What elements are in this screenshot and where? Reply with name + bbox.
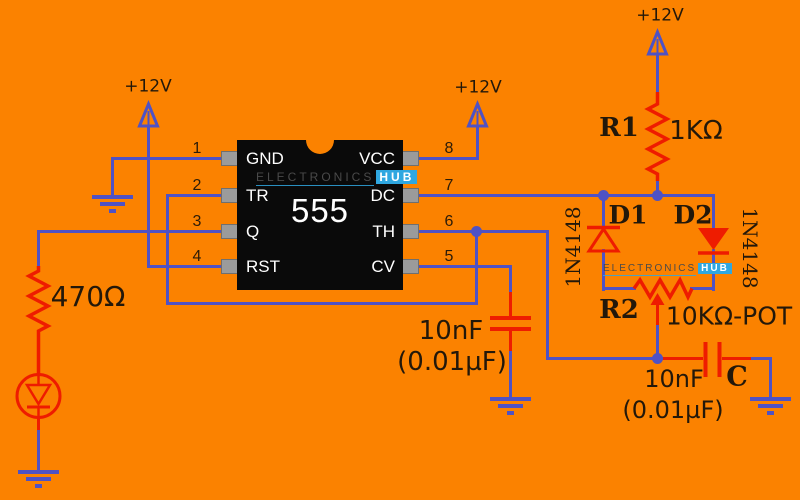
ic-pin-pad: [402, 224, 419, 239]
r1-name: R1: [599, 113, 639, 143]
cap-cv-value: 10nF: [418, 316, 484, 346]
r2-name: R2: [599, 295, 639, 325]
ic-pin-label-vcc: VCC: [359, 149, 395, 168]
wire-segment: [111, 157, 114, 197]
watermark-highlight: HUB: [698, 263, 732, 274]
wire-segment: [476, 126, 479, 159]
wire-segment: [751, 357, 772, 360]
diode-d1: [586, 226, 621, 253]
cap-c-value: 10nF: [644, 365, 704, 393]
ic-pin-pad: [402, 188, 419, 203]
ic-555-body: GND TR Q RST VCC DC TH CV 555 ELECTRONIC…: [237, 140, 418, 290]
ic-pin-pad: [402, 259, 419, 274]
wire-segment: [475, 231, 478, 305]
diode-d2: [698, 228, 729, 250]
wire-segment: [602, 249, 605, 291]
ic-part-number: 555: [290, 192, 350, 229]
wire-segment: [602, 287, 636, 290]
wire-segment: [166, 194, 226, 197]
ic-pin-label-q: Q: [246, 222, 260, 241]
wire-segment: [769, 357, 772, 399]
wire-segment: [37, 230, 227, 233]
wire-segment: [546, 230, 549, 359]
r2-value: 10KΩ-POT: [665, 301, 793, 331]
wire-segment: [402, 157, 479, 160]
wire-segment: [402, 194, 715, 197]
wire-segment: [690, 287, 715, 290]
led-icon: [15, 373, 62, 419]
ic-pin-label-tr: TR: [246, 186, 269, 205]
d2-name: D2: [673, 200, 713, 230]
ic-pin-pad: [221, 151, 238, 166]
wire-segment: [402, 265, 512, 268]
ic-notch-icon: [306, 140, 334, 154]
supply-arrow-icon: [137, 100, 160, 128]
cap-c-name: C: [726, 361, 748, 393]
cap-c-alt-value: (0.01µF): [622, 396, 724, 424]
cap-cv-alt-value: (0.01µF): [397, 347, 507, 377]
ic-pin-label-gnd: GND: [246, 149, 284, 168]
cap-cv-plates: [490, 316, 531, 331]
d1-name: D1: [608, 200, 648, 230]
ic-pin-pad: [221, 188, 238, 203]
pin-number-7: 7: [444, 177, 454, 194]
supply-arrow-icon: [646, 28, 669, 56]
ic-pin-pad: [402, 151, 419, 166]
wire-segment: [712, 194, 715, 230]
wire-segment: [509, 265, 512, 293]
watermark-text: ELECTRONICS: [603, 263, 697, 276]
wire-segment: [166, 302, 478, 305]
ic-pin-pad: [221, 259, 238, 274]
wire-segment: [166, 194, 169, 305]
ground-icon: [750, 397, 791, 415]
wire-segment: [147, 265, 225, 268]
pin-number-3: 3: [192, 213, 202, 230]
ground-icon: [18, 470, 59, 488]
wire-segment: [37, 230, 40, 268]
pin-number-1: 1: [192, 140, 202, 157]
supply-arrow-icon: [466, 100, 489, 128]
ic-pin-pad: [221, 224, 238, 239]
wire-segment: [147, 126, 150, 268]
wire-segment: [602, 194, 605, 230]
ic-pin-label-rst: RST: [246, 257, 280, 276]
ic-pin-label-cv: CV: [371, 257, 395, 276]
led-triangle: [24, 383, 53, 407]
ic-pin-label-dc: DC: [370, 186, 395, 205]
watermark-text: ELECTRONICS: [256, 170, 375, 186]
cap-c-plates: [703, 342, 722, 377]
pin-number-2: 2: [192, 177, 202, 194]
supply-label: +12V: [454, 77, 502, 98]
pot-r2: [632, 276, 694, 302]
wire-segment: [656, 324, 659, 359]
d1-part-number: 1N4148: [561, 206, 585, 288]
wire-segment: [111, 157, 227, 160]
pot-wiper-arrow-icon: [650, 293, 665, 305]
ground-icon: [490, 397, 531, 415]
resistor-470-value: 470Ω: [50, 280, 126, 313]
resistor-r1: [644, 92, 671, 181]
supply-label: +12V: [636, 5, 684, 26]
ground-icon: [92, 195, 133, 213]
watermark-highlight: HUB: [376, 170, 418, 184]
pin-number-8: 8: [444, 140, 454, 157]
wire-segment: [37, 427, 40, 472]
pin-number-4: 4: [192, 248, 202, 265]
pin-number-5: 5: [444, 248, 454, 265]
wire-segment: [402, 230, 549, 233]
resistor-470: [25, 266, 52, 374]
r1-value: 1KΩ: [669, 116, 723, 146]
wire-segment: [546, 357, 661, 360]
wire-segment: [656, 53, 659, 94]
wire-segment: [656, 177, 659, 198]
ic-pin-label-th: TH: [372, 222, 395, 241]
wire-segment: [509, 349, 512, 398]
pin-number-6: 6: [444, 213, 454, 230]
supply-label: +12V: [124, 76, 172, 97]
d2-part-number: 1N4148: [738, 207, 762, 289]
